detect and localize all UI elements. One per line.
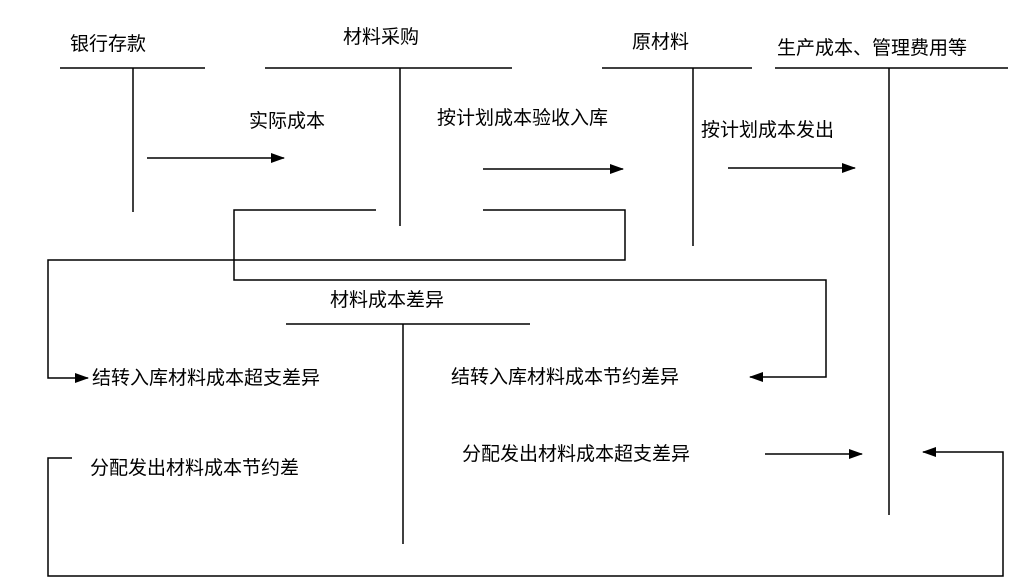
account-title-material-cost-variance: 材料成本差异 <box>330 289 445 311</box>
t-account-bank-deposit <box>60 67 205 212</box>
account-title-material-purchase: 材料采购 <box>343 26 420 48</box>
label-issued-at-planned-cost: 按计划成本发出 <box>701 119 835 141</box>
t-account-raw-materials <box>602 67 752 246</box>
connector-transfer-overrun <box>47 209 626 383</box>
label-allocate-saving-variance: 分配发出材料成本节约差 <box>90 457 300 479</box>
label-transfer-saving-variance: 结转入库材料成本节约差异 <box>451 366 680 388</box>
account-title-production-cost: 生产成本、管理费用等 <box>777 37 968 59</box>
label-transfer-overrun-variance: 结转入库材料成本超支差异 <box>92 367 321 389</box>
connector-transfer-saving <box>233 209 827 382</box>
label-allocate-overrun-variance: 分配发出材料成本超支差异 <box>462 443 691 465</box>
connector-allocate-saving <box>47 447 1004 577</box>
label-actual-cost: 实际成本 <box>249 110 326 132</box>
t-account-production-cost <box>775 67 1008 515</box>
account-title-raw-materials: 原材料 <box>632 31 690 53</box>
t-account-material-purchase <box>265 67 512 226</box>
t-account-material-cost-variance <box>286 323 530 544</box>
account-title-bank-deposit: 银行存款 <box>70 33 147 55</box>
label-received-at-planned-cost: 按计划成本验收入库 <box>437 107 609 129</box>
